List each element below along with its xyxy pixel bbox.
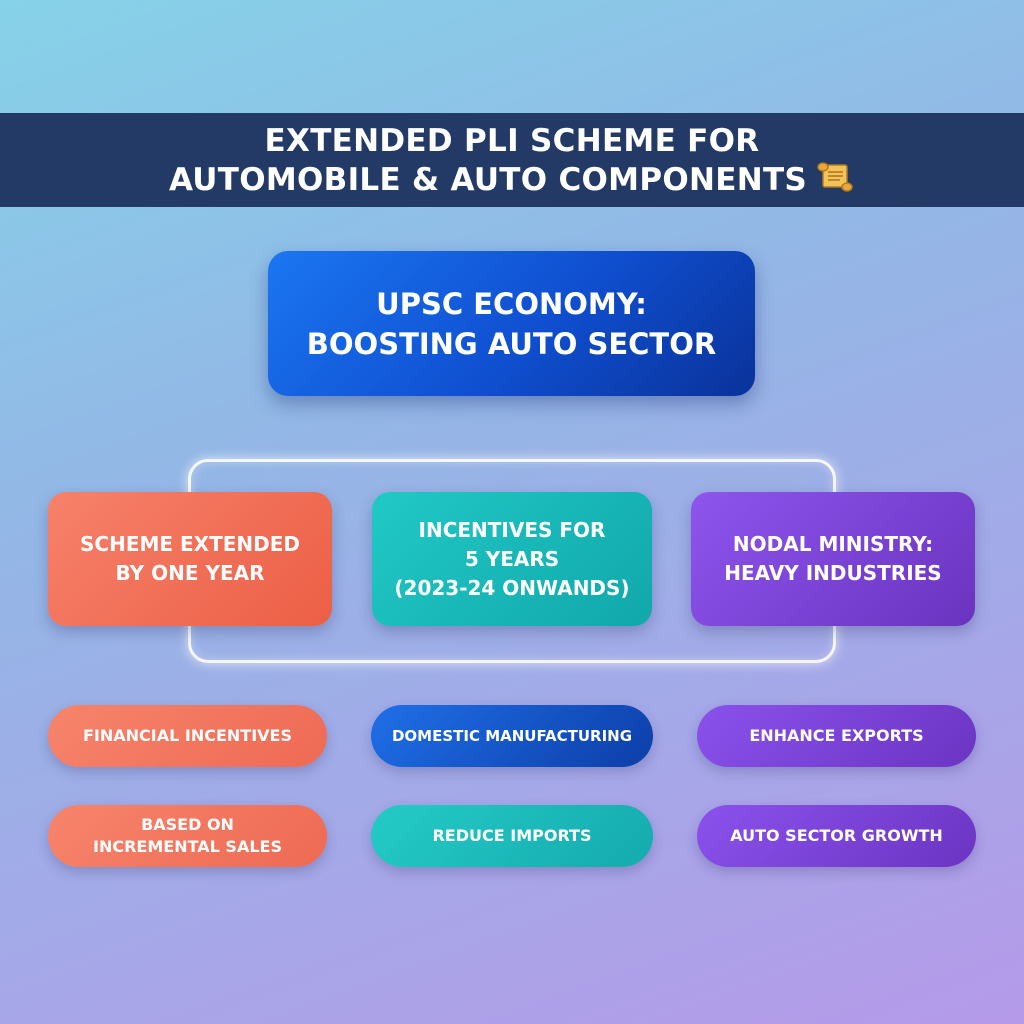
card-incentives-line-2: 5 YEARS xyxy=(464,546,560,571)
card-nodal-ministry-line-1: NODAL MINISTRY: xyxy=(732,532,934,556)
card-nodal-ministry: NODAL MINISTRY: HEAVY INDUSTRIES xyxy=(691,492,975,626)
pill-enhance-exports-label: ENHANCE EXPORTS xyxy=(749,726,924,745)
pill-financial-incentives-label: FINANCIAL INCENTIVES xyxy=(83,726,292,745)
title-line-1: EXTENDED PLI SCHEME FOR xyxy=(264,123,760,159)
center-topic-line-1: UPSC ECONOMY: xyxy=(376,286,647,321)
center-topic-line-2: BOOSTING AUTO SECTOR xyxy=(306,326,717,361)
pill-financial-incentives: FINANCIAL INCENTIVES xyxy=(48,705,327,767)
pill-enhance-exports: ENHANCE EXPORTS xyxy=(697,705,976,767)
pill-domestic-manufacturing-label: DOMESTIC MANUFACTURING xyxy=(391,727,633,745)
pill-incremental-sales-line-2: INCREMENTAL SALES xyxy=(93,837,282,856)
pill-auto-sector-growth: AUTO SECTOR GROWTH xyxy=(697,805,976,867)
center-topic-box: UPSC ECONOMY: BOOSTING AUTO SECTOR xyxy=(268,251,755,396)
card-nodal-ministry-line-2: HEAVY INDUSTRIES xyxy=(724,561,942,585)
title-line-2-wrapper: AUTOMOBILE & AUTO COMPONENTS xyxy=(0,160,1024,203)
pill-reduce-imports-label: REDUCE IMPORTS xyxy=(432,826,592,845)
card-scheme-extended-line-2: BY ONE YEAR xyxy=(115,561,265,585)
pill-auto-sector-growth-label: AUTO SECTOR GROWTH xyxy=(730,826,943,845)
title-line-2: AUTOMOBILE & AUTO COMPONENTS xyxy=(168,162,808,198)
pill-domestic-manufacturing: DOMESTIC MANUFACTURING xyxy=(371,705,653,767)
pill-incremental-sales: BASED ON INCREMENTAL SALES xyxy=(48,805,327,867)
card-incentives-line-3: (2023-24 ONWANDS) xyxy=(394,575,630,600)
pill-incremental-sales-line-1: BASED ON xyxy=(141,815,234,834)
title-banner: EXTENDED PLI SCHEME FOR AUTOMOBILE & AUT… xyxy=(0,113,1024,207)
card-incentives-line-1: INCENTIVES FOR xyxy=(418,517,606,542)
card-scheme-extended: SCHEME EXTENDED BY ONE YEAR xyxy=(48,492,332,626)
card-incentives-duration: INCENTIVES FOR 5 YEARS (2023-24 ONWANDS) xyxy=(372,492,652,626)
card-scheme-extended-line-1: SCHEME EXTENDED xyxy=(80,532,300,556)
pill-reduce-imports: REDUCE IMPORTS xyxy=(371,805,653,867)
scroll-icon xyxy=(815,160,855,203)
